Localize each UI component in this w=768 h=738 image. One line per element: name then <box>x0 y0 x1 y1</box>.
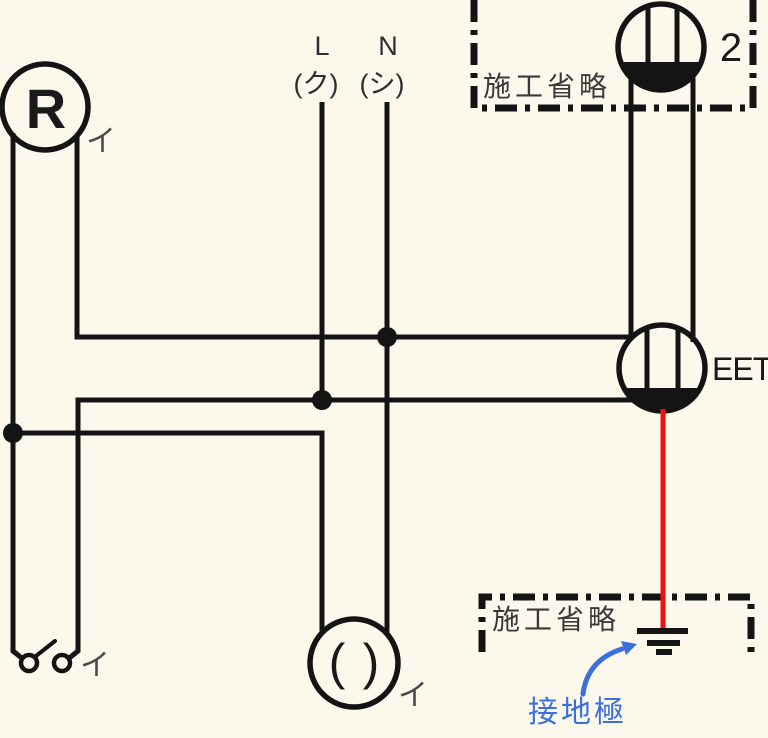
lamp-r-circuit-mark: イ <box>86 125 116 158</box>
eet-outlet-wall-segment <box>623 388 701 412</box>
source-live-kana: (ク) <box>294 69 339 99</box>
outlet-2-count-label: 2 <box>720 26 742 70</box>
junction-dot-switched <box>3 423 23 443</box>
earth-electrode-label: 接地極 <box>528 696 627 729</box>
wire-switched-run <box>13 430 325 634</box>
lamp-receptacle-paren-left: ( <box>329 634 346 690</box>
construction-omitted-box-top <box>470 0 757 112</box>
source-neutral-kana: (シ) <box>360 69 405 99</box>
construction-omitted-label-top: 施工省略 <box>483 71 611 102</box>
junction-dot-live <box>312 390 332 410</box>
construction-omitted-label-bottom: 施工省略 <box>492 604 620 635</box>
lamp-receptacle-circuit-mark: イ <box>398 679 428 712</box>
lamp-r-letter: R <box>26 77 66 140</box>
earth-electrode-arrowhead <box>621 641 637 655</box>
outlet-2-blades <box>645 7 680 63</box>
source-neutral-label: N <box>378 31 398 61</box>
construction-omitted-box-bottom <box>478 593 755 652</box>
switch-contact-left <box>18 652 40 674</box>
junction-dot-neutral <box>377 327 397 347</box>
switch-circuit-mark: イ <box>80 649 110 682</box>
lamp-r-symbol <box>0 61 91 153</box>
lamp-receptacle-paren-right: ) <box>363 634 380 690</box>
switch-contact-right <box>51 652 73 674</box>
ground-electrode-symbol <box>637 628 688 655</box>
eet-outlet-blades <box>644 328 681 389</box>
eet-outlet-label: EET <box>712 351 768 387</box>
lamp-receptacle-circle <box>307 616 401 710</box>
wire-lamp-r-to-switch <box>10 133 25 661</box>
wire-neutral-run <box>74 135 631 340</box>
earth-electrode-arrow <box>580 646 625 697</box>
switch-lever <box>34 639 57 658</box>
source-live-label: L <box>314 31 329 61</box>
outlet-2-wall-segment <box>620 62 702 91</box>
wire-live-run <box>66 397 633 661</box>
